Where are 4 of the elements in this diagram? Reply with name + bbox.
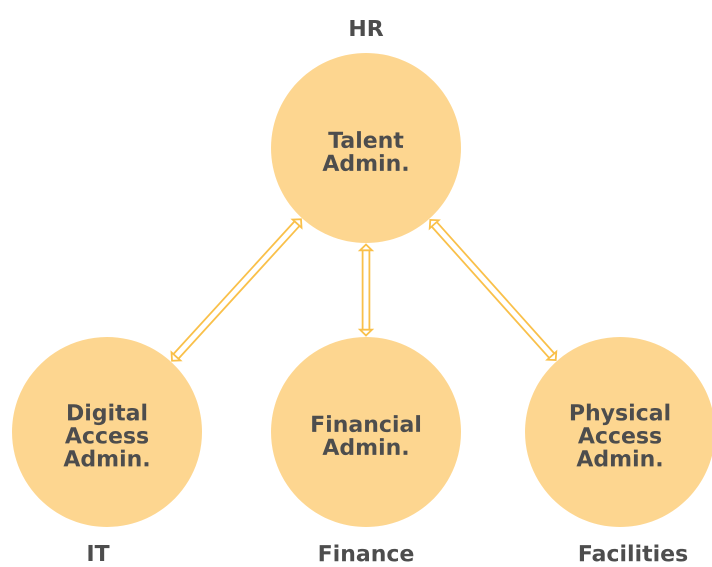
group-label: Finance xyxy=(320,544,414,562)
group-label: HR xyxy=(350,20,384,36)
group-label: IT xyxy=(88,544,110,561)
group-label: Facilities xyxy=(580,544,688,562)
